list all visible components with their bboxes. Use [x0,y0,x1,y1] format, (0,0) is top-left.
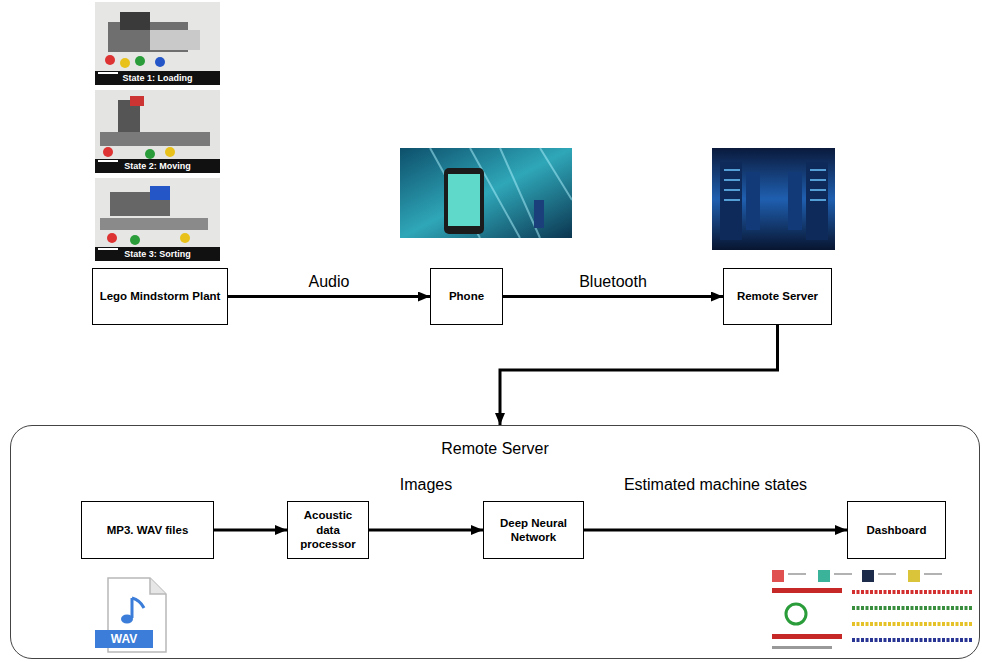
edge-label: Bluetooth [576,273,650,291]
region-box: Remote ServerMP3. WAV files Acoustic data… [10,425,980,659]
flow-arrow [369,529,483,532]
process-box: Deep Neural Network [483,501,584,559]
phone-photo [400,148,572,238]
flow-arrow [500,325,778,425]
edge-label: Audio [306,273,353,291]
process-box: Lego Mindstorm Plant [92,268,228,325]
process-box: Acoustic data processor [287,501,369,559]
process-box: MP3. WAV files [81,501,214,559]
box-label: Lego Mindstorm Plant [100,289,221,303]
state-caption: State 1: Loading [95,71,220,85]
flow-arrow [584,529,847,532]
flow-arrow [214,529,287,532]
box-label: MP3. WAV files [107,523,189,537]
process-box: Phone [430,268,503,325]
machine-photo [95,90,220,173]
region-heading: Remote Server [11,440,979,458]
machine-photo [95,178,220,261]
box-label: Deep Neural Network [490,516,577,545]
process-box: Remote Server [723,268,832,325]
wav-file-icon [95,578,166,652]
process-box: Dashboard [847,501,946,559]
flow-arrow [503,295,723,298]
box-label: Acoustic data processor [294,508,362,551]
box-label: Phone [449,289,484,303]
machine-photo [95,2,220,85]
box-label: Remote Server [737,289,818,303]
dashboard-thumbnail [772,570,972,649]
edge-label: Estimated machine states [621,476,810,494]
flow-arrow [228,295,430,298]
state-caption: State 2: Moving [95,159,220,173]
file-type-label: WAV [95,630,153,648]
box-label: Dashboard [866,523,926,537]
server-photo [712,148,835,250]
state-caption: State 3: Sorting [95,247,220,261]
edge-label: Images [397,476,455,494]
